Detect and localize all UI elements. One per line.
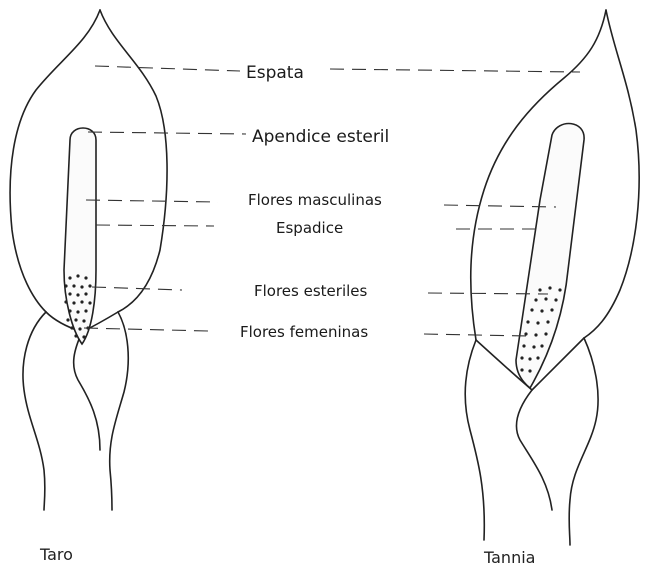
- label-apendice-esteril: Apendice esteril: [252, 127, 389, 147]
- taro-tube-left: [23, 312, 46, 510]
- taro-spathe-right-edge: [100, 10, 167, 312]
- label-flores-femeninas: Flores femeninas: [240, 323, 368, 341]
- label-espata: Espata: [246, 63, 304, 83]
- caption-tannia: Tannia: [483, 548, 535, 567]
- tannia-drawing: [465, 10, 639, 545]
- leader-espadice-left: [96, 225, 214, 226]
- label-espadice: Espadice: [276, 219, 343, 237]
- label-flores-masculinas: Flores masculinas: [248, 191, 382, 209]
- tannia-fold: [516, 390, 552, 510]
- tannia-tube-right: [569, 338, 598, 545]
- leader-espata-right: [330, 69, 580, 72]
- labels: Espata Apendice esteril Flores masculina…: [240, 63, 389, 341]
- leader-apendice: [88, 132, 246, 134]
- taro-drawing: [10, 10, 167, 510]
- leader-masculinas-left: [86, 200, 218, 202]
- caption-taro: Taro: [39, 545, 73, 564]
- leader-espata-left: [95, 66, 240, 71]
- taro-tube-right: [110, 312, 129, 510]
- tannia-tube-left: [465, 340, 484, 540]
- taro-fold: [74, 332, 100, 450]
- label-flores-esteriles: Flores esteriles: [254, 282, 368, 300]
- leader-esteriles-left: [92, 287, 182, 290]
- leader-femeninas-left: [84, 328, 208, 331]
- tannia-spathe-right-edge: [584, 10, 639, 338]
